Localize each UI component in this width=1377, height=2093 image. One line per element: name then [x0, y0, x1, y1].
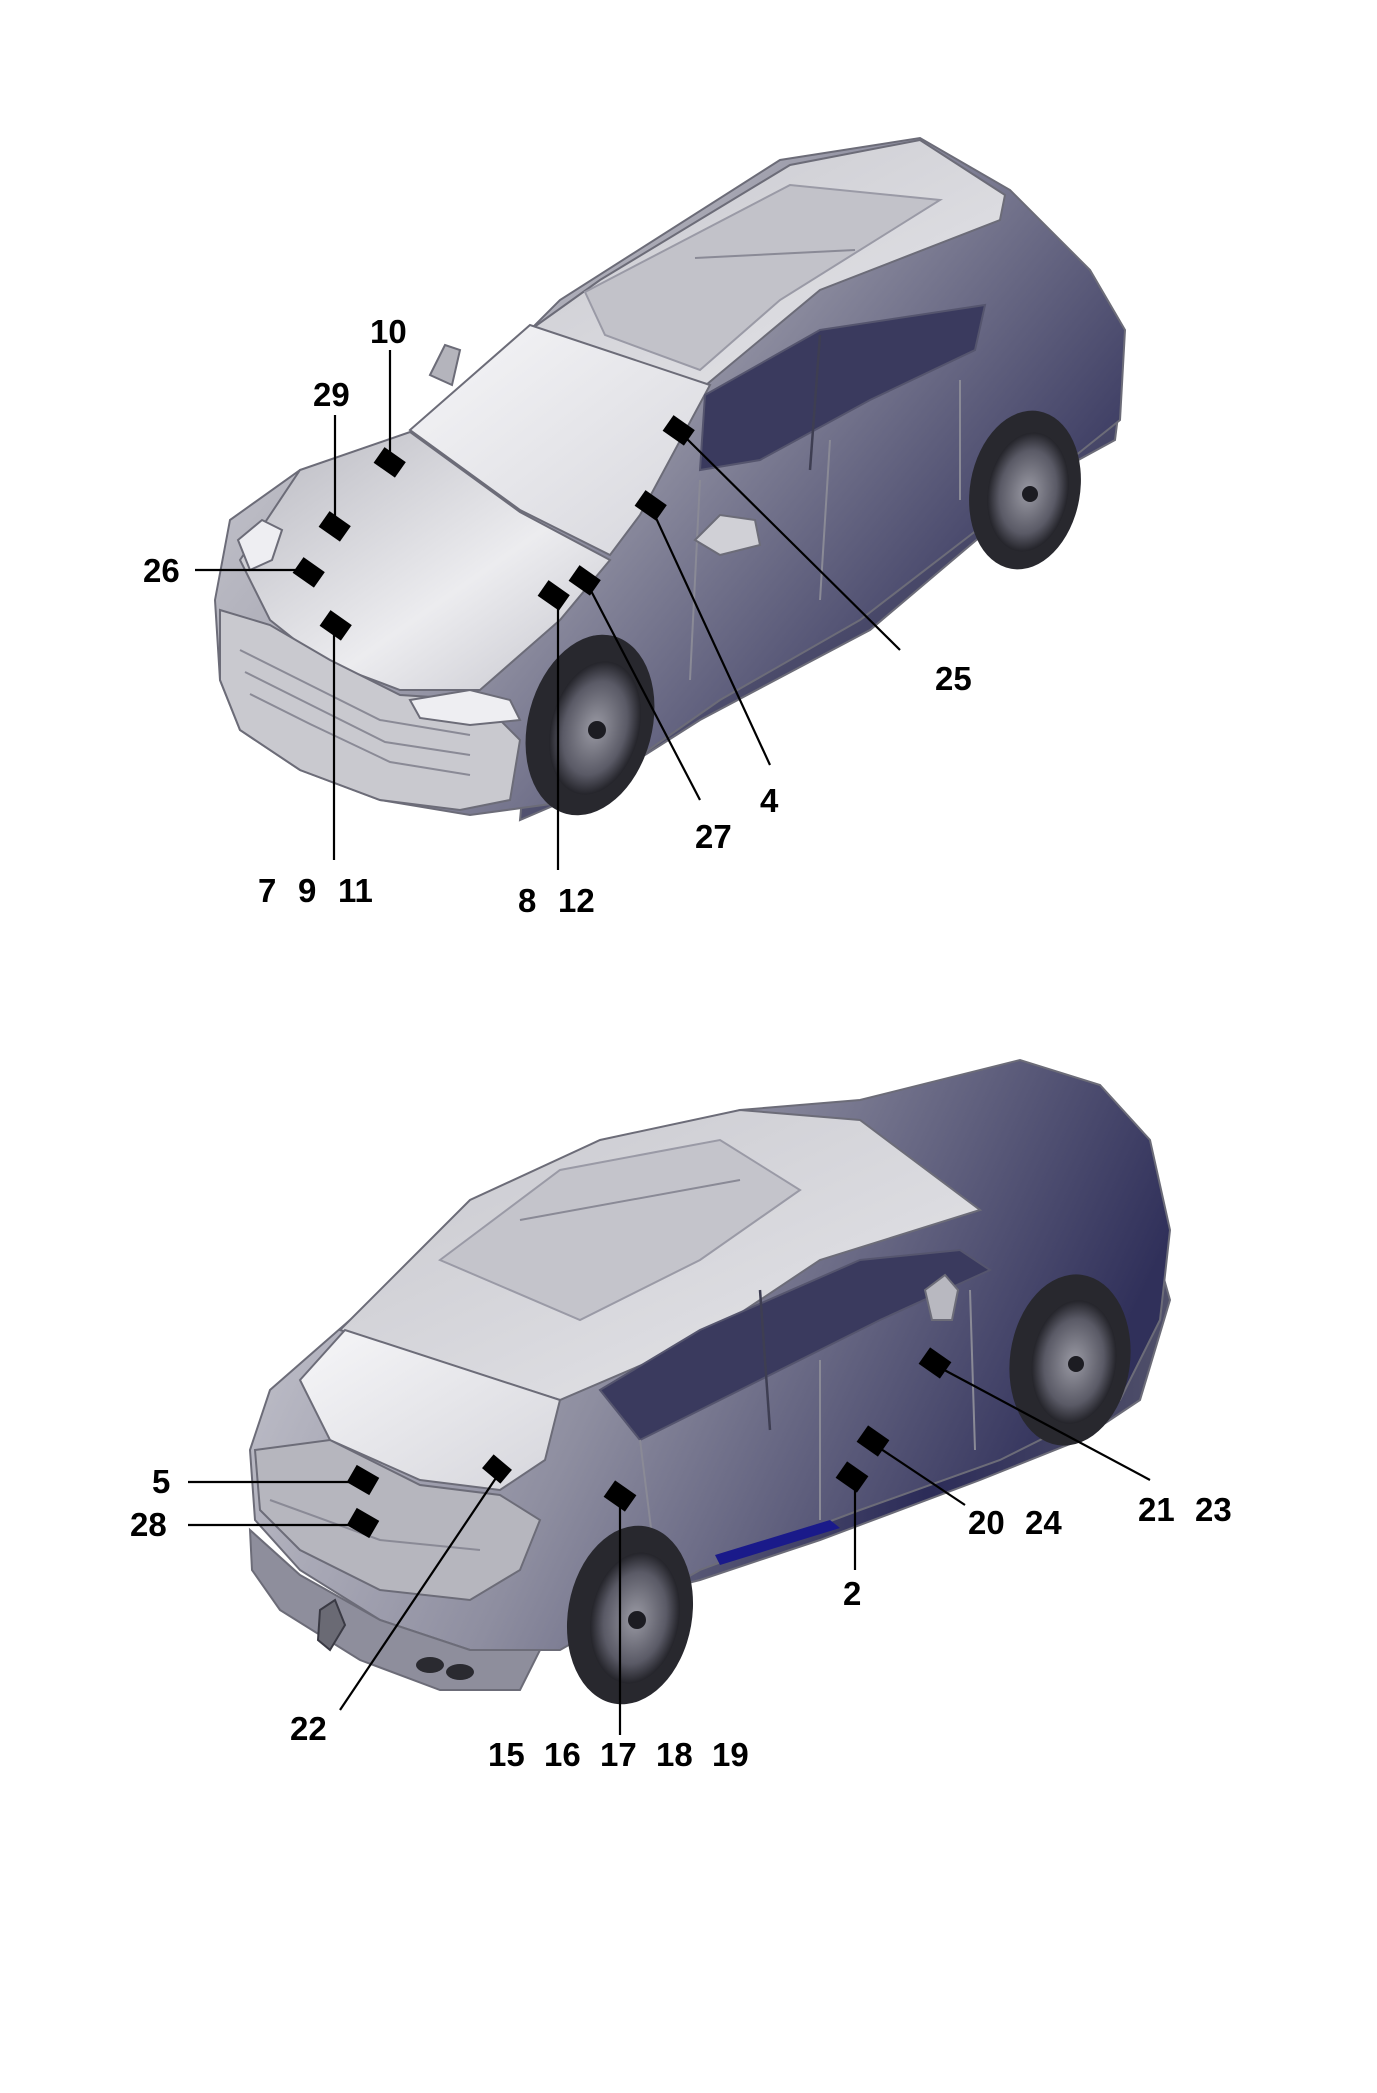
front-car-sunroof: [583, 183, 944, 372]
callout-8: 8: [518, 882, 536, 919]
leader-22: [339, 1471, 501, 1711]
marker-21-23: [918, 1347, 952, 1379]
marker-26: [292, 557, 325, 588]
callout-4: 4: [760, 782, 779, 819]
callout-11: 11: [338, 872, 373, 909]
callout-19: 19: [712, 1736, 749, 1773]
rear-car-tow-hitch: [316, 1598, 347, 1652]
marker-29: [318, 511, 351, 542]
callout-15: 15: [488, 1736, 525, 1773]
rear-view-vehicle: [248, 1058, 1172, 1705]
front-view-vehicle: [213, 136, 1127, 822]
callout-10: 10: [370, 313, 407, 350]
rear-car-exhaust-left: [416, 1657, 444, 1673]
callout-23: 23: [1195, 1491, 1232, 1528]
callout-28: 28: [130, 1506, 167, 1543]
rear-car-exhaust-right: [446, 1664, 474, 1680]
marker-28: [346, 1507, 380, 1539]
marker-27: [568, 565, 601, 596]
rear-car-wheel-rear: [566, 1525, 694, 1705]
rear-car-bumper: [248, 1527, 542, 1691]
rear-car-tailgate: [253, 1438, 542, 1602]
marker-15-19: [603, 1480, 637, 1512]
rear-car-side-window: [598, 1248, 993, 1442]
marker-5: [346, 1464, 380, 1496]
callout-12: 12: [558, 882, 595, 919]
callout-22: 22: [290, 1710, 327, 1747]
callout-24: 24: [1025, 1504, 1062, 1541]
callout-9: 9: [298, 872, 316, 909]
callout-18: 18: [656, 1736, 693, 1773]
leader-4: [649, 504, 771, 766]
marker-20-24: [856, 1425, 890, 1457]
marker-22: [482, 1454, 512, 1484]
rear-car-rocker: [715, 1520, 840, 1565]
rear-view-callouts: 5 28 21 23 20 24 2 22 15 16 17 18 19: [130, 1347, 1232, 1773]
marker-25: [662, 415, 695, 446]
callout-17: 17: [600, 1736, 637, 1773]
front-car-wheel-rear: [969, 410, 1081, 570]
rear-car-wheel-front: [1009, 1274, 1131, 1446]
front-car-mirror-left: [428, 343, 462, 387]
front-view-callouts: 10 29 26 25 4 27 7 9 11 8 12: [143, 313, 972, 919]
leader-25: [679, 431, 901, 651]
callout-5: 5: [152, 1463, 170, 1500]
marker-4: [634, 490, 667, 521]
callout-21: 21: [1138, 1491, 1175, 1528]
callout-2: 2: [843, 1575, 861, 1612]
front-car-headlight-left: [236, 518, 284, 572]
marker-7-9-11: [319, 610, 352, 641]
front-car-bumper: [219, 608, 522, 812]
rear-car-mirror: [923, 1273, 960, 1321]
callout-25: 25: [935, 660, 972, 697]
marker-10: [373, 447, 406, 478]
marker-8-12: [537, 580, 570, 611]
callout-26: 26: [143, 552, 180, 589]
callout-27: 27: [695, 818, 732, 855]
front-car-mirror-right: [693, 513, 762, 557]
front-car-side-window: [698, 303, 987, 472]
callout-16: 16: [544, 1736, 581, 1773]
leader-21-23: [934, 1364, 1151, 1481]
callout-20: 20: [968, 1504, 1005, 1541]
marker-2: [835, 1461, 869, 1493]
front-car-windshield: [408, 323, 712, 557]
front-car-headlight-right: [408, 688, 522, 727]
callout-7: 7: [258, 872, 276, 909]
callout-29: 29: [313, 376, 350, 413]
leader-20-24: [871, 1442, 966, 1506]
leader-27: [587, 584, 701, 801]
